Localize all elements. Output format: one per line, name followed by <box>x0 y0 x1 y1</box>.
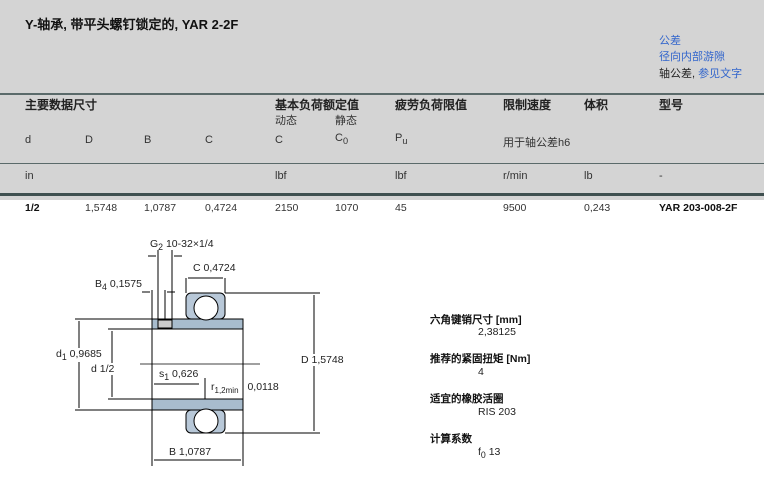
divider <box>0 193 764 196</box>
sym-C: C <box>205 134 213 146</box>
detail-label: 推荐的紧固扭矩 [Nm] <box>430 353 531 365</box>
cell-Pu: 45 <box>395 202 407 214</box>
d1-sub: 1 <box>61 352 67 363</box>
shaft-tolerance-label: 轴公差, <box>659 68 699 80</box>
speed-note: 用于轴公差h6 <box>503 137 571 149</box>
cell-B: 1,0787 <box>144 202 177 214</box>
sym-Pu: Pu <box>395 132 407 146</box>
label-s1: s1 0,626 <box>159 368 198 382</box>
header-static: 静态 <box>335 115 357 127</box>
detail-label: 适宜的橡胶活圈 <box>430 393 504 405</box>
s1-value: 0,626 <box>172 368 199 380</box>
B4-sub: 4 <box>102 282 107 293</box>
cell-C-dyn: 2150 <box>275 202 299 214</box>
G2-sym: G <box>150 238 159 250</box>
detail-value: 2,38125 <box>478 326 516 338</box>
label-G2: G2 10-32×1/4 <box>150 238 214 252</box>
header-mass: 体积 <box>584 98 609 112</box>
see-text-link[interactable]: 参见文字 <box>698 68 743 80</box>
label-C: C 0,4724 <box>193 262 236 274</box>
cell-d: 1/2 <box>25 202 40 214</box>
sym-Pu-sub: u <box>402 136 408 147</box>
unit-lbf-load: lbf <box>275 170 287 182</box>
label-B: B 1,0787 <box>169 446 212 458</box>
clearance-link[interactable]: 径向内部游隙 <box>659 51 725 63</box>
r-value: 0,0118 <box>247 381 279 393</box>
page-title: Y-轴承, 带平头螺钉锁定的, YAR 2-2F <box>25 17 239 32</box>
cell-mass: 0,243 <box>584 202 611 214</box>
divider <box>0 163 764 164</box>
B4-value: 0,1575 <box>109 278 142 290</box>
f0-sym: f <box>478 446 481 458</box>
sym-B: B <box>144 134 152 146</box>
detail-label: 计算系数 <box>430 433 472 445</box>
cell-designation: YAR 203-008-2F <box>659 202 738 214</box>
sym-d: d <box>25 134 32 146</box>
header-fatigue: 疲劳负荷限值 <box>395 98 468 112</box>
detail-value: RIS 203 <box>478 406 516 418</box>
sym-Pu-main: P <box>395 132 403 144</box>
header-dynamic: 动态 <box>275 115 297 127</box>
ball-bottom <box>193 408 219 434</box>
s1-sub: 1 <box>164 372 170 383</box>
detail-value: f0 13 <box>478 446 500 460</box>
unit-lb: lb <box>584 170 593 182</box>
cell-C0: 1070 <box>335 202 359 214</box>
r-sym: r <box>211 381 215 393</box>
s1-sym: s <box>159 368 165 380</box>
label-d1: d1 0,9685 <box>56 348 102 363</box>
sym-C-dyn: C <box>275 134 283 146</box>
header-panel <box>0 0 764 200</box>
sym-C0: C0 <box>335 132 348 146</box>
sym-C0-sub: 0 <box>342 136 349 147</box>
inner-ring-bottom <box>151 398 244 411</box>
sym-D: D <box>85 134 93 146</box>
cell-speed: 9500 <box>503 202 527 214</box>
header-designation: 型号 <box>659 98 684 112</box>
shaft-tolerance-note: 轴公差, 参见文字 <box>659 65 742 81</box>
d1-sym: d <box>56 348 62 360</box>
cell-C: 0,4724 <box>205 202 238 214</box>
unit-in: in <box>25 170 34 182</box>
r-sub: 1,2min <box>214 386 239 396</box>
unit-lbf-fatigue: lbf <box>395 170 407 182</box>
label-d: d 1/2 <box>91 363 115 375</box>
header-main-dims: 主要数据尺寸 <box>25 98 98 112</box>
d1-value: 0,9685 <box>69 348 102 360</box>
tolerance-link[interactable]: 公差 <box>659 35 681 47</box>
header-load-ratings: 基本负荷额定值 <box>275 98 360 112</box>
label-r: r1,2min 0,0118 <box>211 381 279 395</box>
label-B4: B4 0,1575 <box>95 278 142 292</box>
G2-value: 10-32×1/4 <box>165 238 214 250</box>
header-speed: 限制速度 <box>503 98 552 112</box>
detail-label: 六角键销尺寸 [mm] <box>430 314 522 326</box>
label-D: D 1,5748 <box>301 354 344 366</box>
detail-value: 4 <box>478 366 484 378</box>
ball-top <box>193 295 219 321</box>
cell-D: 1,5748 <box>85 202 118 214</box>
f0-sub: 0 <box>480 450 486 461</box>
set-screw <box>157 319 173 329</box>
G2-sub: 2 <box>158 242 164 253</box>
sym-C0-main: C <box>335 132 343 144</box>
divider <box>0 93 764 95</box>
unit-rmin: r/min <box>503 170 528 182</box>
unit-dash: - <box>659 170 663 182</box>
B4-sym: B <box>95 278 103 290</box>
f0-value: 13 <box>488 446 501 458</box>
